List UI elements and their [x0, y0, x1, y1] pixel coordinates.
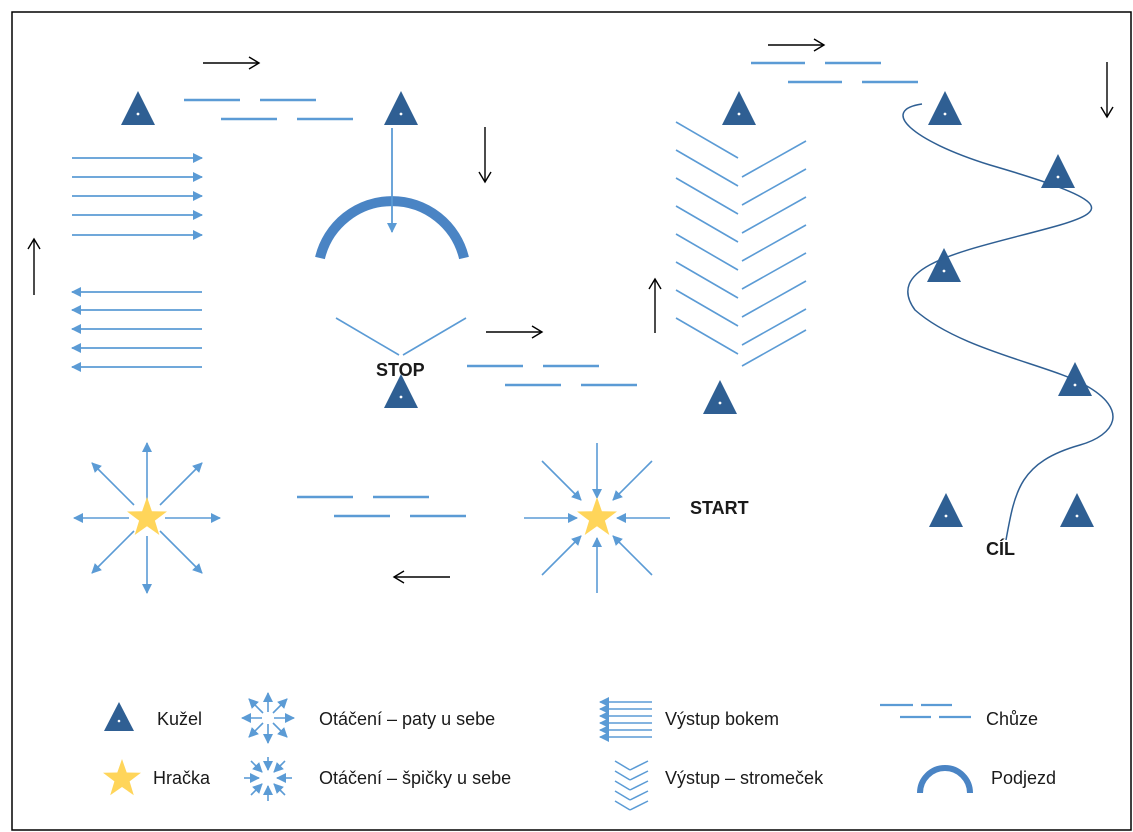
finish-label: CÍL: [986, 538, 1015, 559]
slalom-curve: [902, 103, 1114, 541]
cone-icon: [703, 380, 737, 414]
legend-underpass-icon: [917, 765, 973, 794]
arrow-right-icon: [203, 56, 261, 70]
legend-underpass-label: Podjezd: [991, 768, 1056, 788]
cone-icon: [929, 493, 963, 527]
side-step-left: [71, 287, 202, 372]
cone-icon: [384, 91, 418, 125]
legend-walk-label: Chůze: [986, 709, 1038, 729]
arrow-down-icon: [478, 127, 492, 184]
legend-star-icon: [103, 759, 141, 796]
walk-path-top-right: [751, 61, 918, 84]
direction-arrows: [27, 38, 1114, 584]
cone-icon: [384, 374, 418, 408]
legend-toe-turn-icon: [244, 757, 292, 801]
legend-herringbone-icon: [614, 760, 649, 811]
legend-walk-icon: [880, 703, 971, 719]
side-step-right: [72, 153, 203, 240]
walk-path-top-left: [184, 98, 353, 121]
legend-cone-icon: [104, 702, 134, 731]
cone-icon: [927, 248, 961, 282]
cone-icon: [1058, 362, 1092, 396]
stop-chevron: [335, 317, 467, 356]
start-label: START: [690, 498, 749, 518]
cone-icon: [1041, 154, 1075, 188]
arrow-right-icon: [486, 325, 544, 339]
legend-side-step-label: Výstup bokem: [665, 709, 779, 729]
diagram-border: [11, 11, 1132, 831]
legend-heel-turn-label: Otáčení – paty u sebe: [319, 709, 495, 729]
legend-herringbone-label: Výstup – stromeček: [665, 768, 824, 788]
arrow-up-icon: [648, 277, 662, 333]
star-icon: [127, 497, 167, 535]
toe-turn-arrows: [524, 443, 670, 593]
legend-toy-label: Hračka: [153, 768, 211, 788]
herringbone-pattern: [675, 121, 807, 367]
arrow-down-icon: [1100, 62, 1114, 119]
heel-turn-arrows: [73, 442, 221, 594]
legend: Kužel Hračka Otáčení – paty u sebe: [103, 692, 1056, 811]
legend-side-step-icon: [599, 697, 652, 742]
arrow-left-icon: [392, 570, 450, 584]
walk-path-middle: [467, 364, 637, 387]
star-icon: [577, 497, 617, 535]
stop-label: STOP: [376, 360, 425, 380]
cone-icon: [722, 91, 756, 125]
walk-segments: [184, 61, 918, 518]
course-cones: [121, 91, 1094, 527]
legend-heel-turn-icon: [241, 692, 295, 744]
walk-path-bottom: [297, 495, 466, 518]
cone-icon: [1060, 493, 1094, 527]
cone-icon: [121, 91, 155, 125]
arrow-up-icon: [27, 237, 41, 295]
cone-icon: [928, 91, 962, 125]
arrow-right-icon: [768, 38, 826, 52]
legend-cone-label: Kužel: [157, 709, 202, 729]
legend-toe-turn-label: Otáčení – špičky u sebe: [319, 768, 511, 788]
